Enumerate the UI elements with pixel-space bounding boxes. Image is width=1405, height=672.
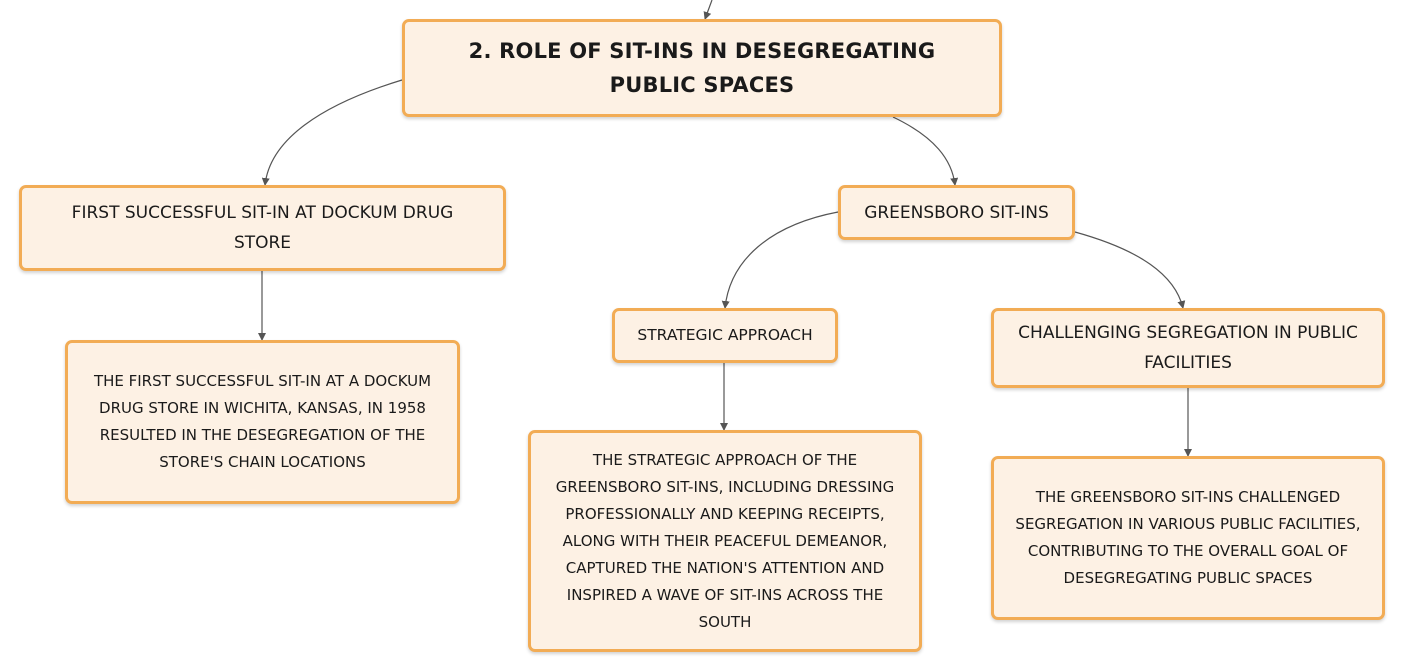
connector-greensboro-to-strategy <box>721 211 839 309</box>
connector-greensboro-to-challenge <box>1074 231 1186 309</box>
detail-text-dockum: THE FIRST SUCCESSFUL SIT-IN AT A DOCKUM … <box>93 372 432 471</box>
subtopic-node-strategic-approach[interactable]: STRATEGIC APPROACH <box>612 308 838 363</box>
detail-node-dockum[interactable]: THE FIRST SUCCESSFUL SIT-IN AT A DOCKUM … <box>65 340 460 504</box>
detail-node-strategic-approach[interactable]: THE STRATEGIC APPROACH OF THE GREENSBORO… <box>528 430 922 652</box>
subtopic-label-challenging-segregation: CHALLENGING SEGREGATION IN PUBLIC FACILI… <box>1018 323 1358 373</box>
root-topic-node[interactable]: 2. ROLE OF SIT-INS IN DESEGREGATING PUBL… <box>402 19 1002 117</box>
connector-incoming-root <box>703 0 713 20</box>
detail-node-challenging-segregation[interactable]: THE GREENSBORO SIT-INS CHALLENGED SEGREG… <box>991 456 1385 620</box>
branch-label-greensboro: GREENSBORO SIT-INS <box>864 202 1049 223</box>
detail-text-strategic-approach: THE STRATEGIC APPROACH OF THE GREENSBORO… <box>555 450 895 631</box>
subtopic-label-strategic-approach: STRATEGIC APPROACH <box>637 326 813 344</box>
branch-node-dockum-drug-store[interactable]: FIRST SUCCESSFUL SIT-IN AT DOCKUM DRUG S… <box>19 185 506 271</box>
subtopic-node-challenging-segregation[interactable]: CHALLENGING SEGREGATION IN PUBLIC FACILI… <box>991 308 1385 388</box>
root-topic-label: 2. ROLE OF SIT-INS IN DESEGREGATING PUBL… <box>468 39 936 97</box>
detail-text-challenging-segregation: THE GREENSBORO SIT-INS CHALLENGED SEGREG… <box>1015 488 1361 587</box>
branch-node-greensboro-sit-ins[interactable]: GREENSBORO SIT-INS <box>838 185 1075 240</box>
connector-root-to-greensboro <box>892 116 959 186</box>
connector-root-to-dockum <box>261 79 403 186</box>
branch-label-dockum: FIRST SUCCESSFUL SIT-IN AT DOCKUM DRUG S… <box>71 203 454 253</box>
